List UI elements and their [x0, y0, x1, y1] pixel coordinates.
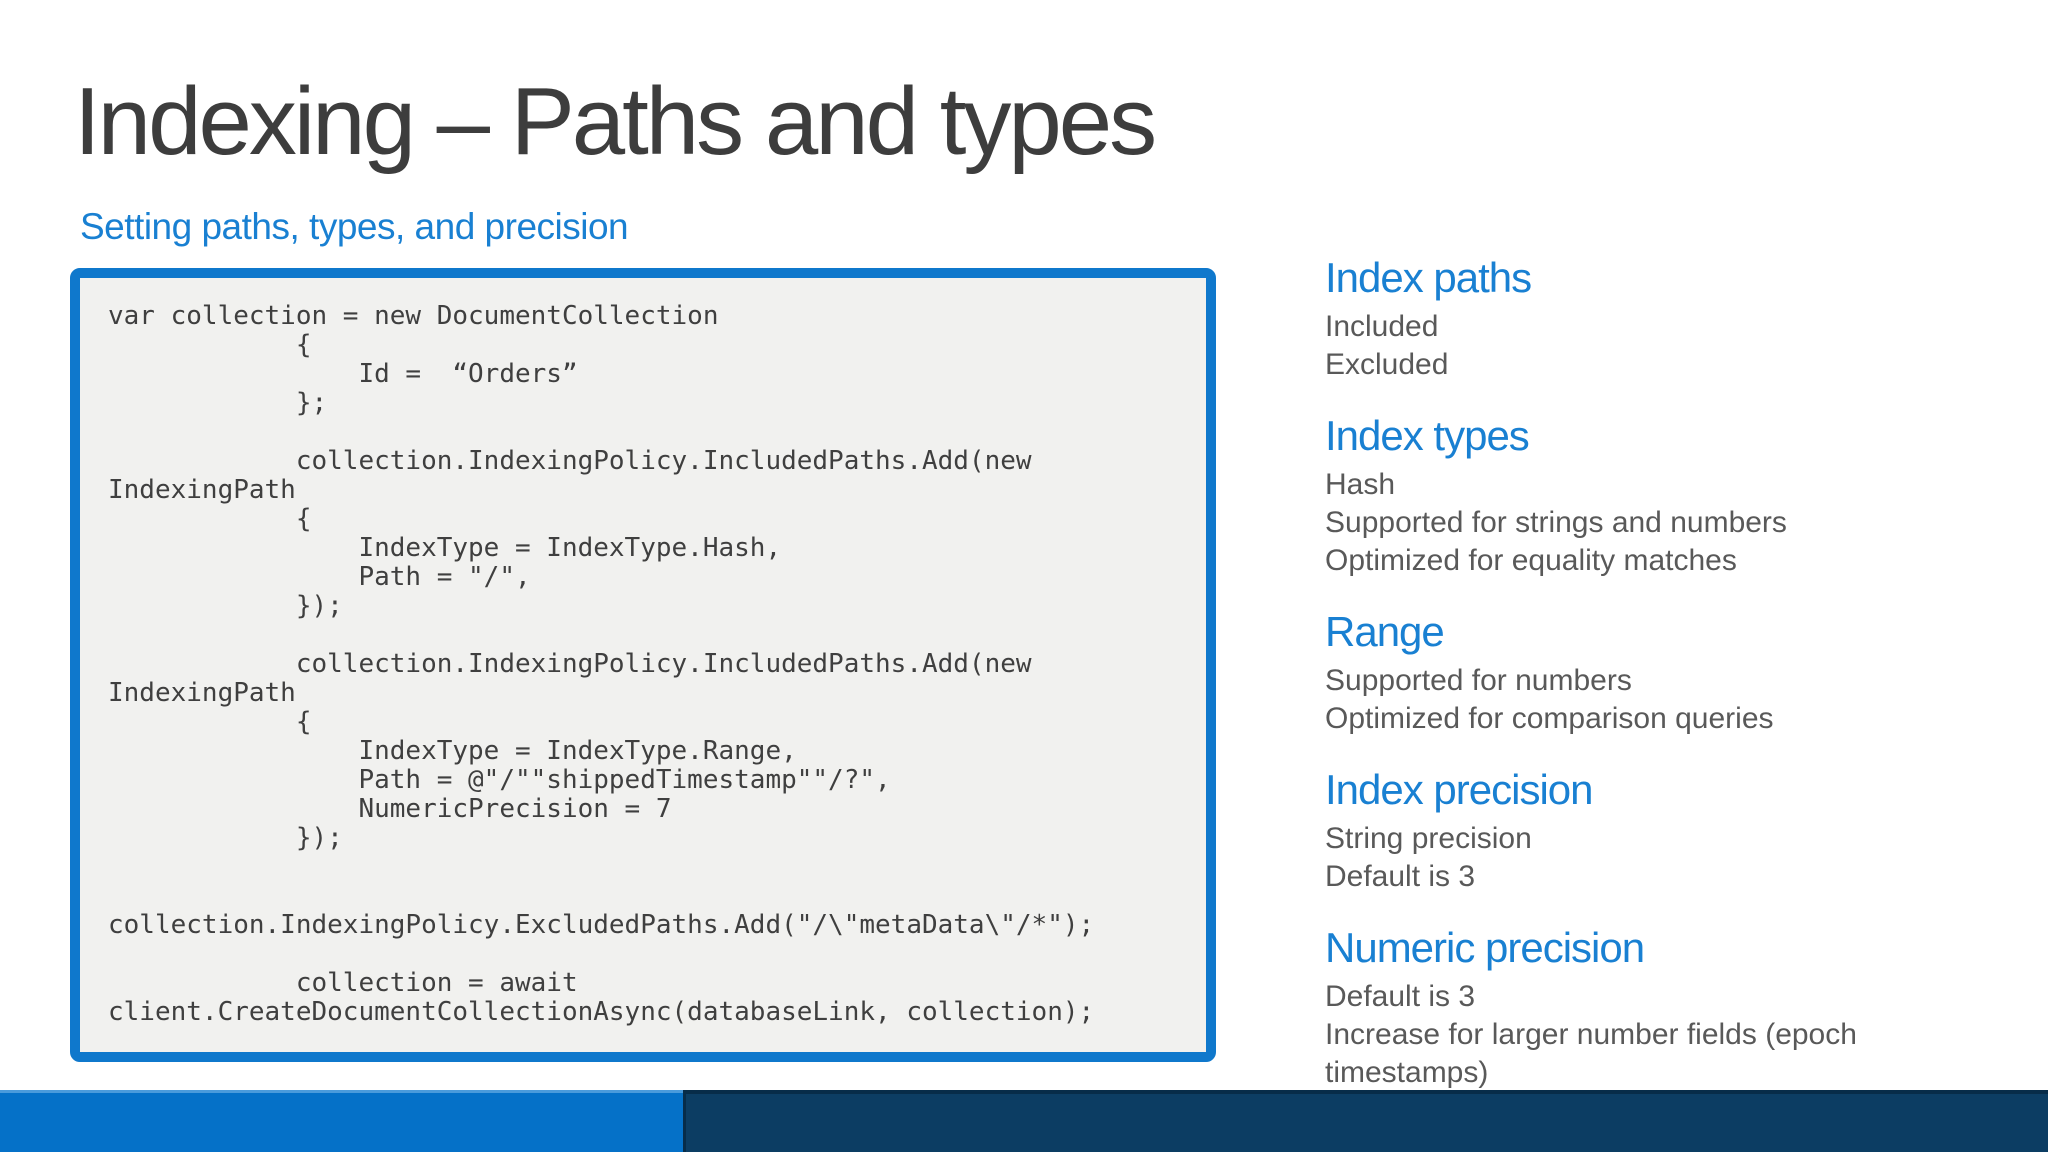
section-item: Default is 3	[1325, 860, 1476, 893]
slide-title: Indexing – Paths and types	[74, 68, 1157, 175]
section-item: Default is 3	[1325, 980, 1476, 1013]
code-line: {	[108, 504, 312, 534]
code-line: {	[108, 330, 312, 360]
code-line: NumericPrecision = 7	[108, 794, 672, 824]
section-index-paths: Index paths Included Excluded	[1325, 252, 1865, 384]
code-line: Id = “Orders”	[108, 359, 578, 389]
section-item: Optimized for equality matches	[1325, 544, 1737, 577]
code-line: collection = await	[108, 968, 578, 998]
code-line: collection.IndexingPolicy.IncludedPaths.…	[108, 446, 1032, 476]
code-line	[108, 853, 1188, 882]
section-item: String precision	[1325, 822, 1532, 855]
code-line: IndexType = IndexType.Range,	[108, 736, 797, 766]
code-line: collection.IndexingPolicy.ExcludedPaths.…	[108, 910, 1095, 940]
code-line: var collection = new DocumentCollection	[108, 301, 719, 331]
code-line: IndexingPath	[108, 678, 296, 708]
code-line: {	[108, 707, 312, 737]
section-index-precision: Index precision String precision Default…	[1325, 764, 1865, 896]
code-line	[108, 621, 1188, 650]
code-box: var collection = new DocumentCollection …	[70, 268, 1216, 1062]
section-heading: Range	[1325, 608, 1445, 655]
section-item: Increase for larger number fields (epoch…	[1325, 1018, 1857, 1089]
code-line	[108, 882, 1188, 911]
section-index-types: Index types Hash Supported for strings a…	[1325, 410, 1865, 580]
section-heading: Index precision	[1325, 766, 1594, 813]
notes-column: Index paths Included Excluded Index type…	[1325, 252, 1865, 1118]
section-item: Hash	[1325, 468, 1396, 501]
section-numeric-precision: Numeric precision Default is 3 Increase …	[1325, 922, 1865, 1092]
code-line	[108, 940, 1188, 969]
code-line: });	[108, 591, 343, 621]
code-line: });	[108, 823, 343, 853]
code-line: IndexType = IndexType.Hash,	[108, 533, 782, 563]
section-heading: Index types	[1325, 412, 1530, 459]
section-item: Supported for numbers	[1325, 664, 1632, 697]
code-line: Path = @"/""shippedTimestamp""/?",	[108, 765, 891, 795]
code-line: client.CreateDocumentCollectionAsync(dat…	[108, 997, 1095, 1027]
code-line: };	[108, 388, 328, 418]
section-item: Included	[1325, 310, 1439, 343]
section-item: Optimized for comparison queries	[1325, 702, 1774, 735]
section-heading: Numeric precision	[1325, 924, 1645, 971]
code-line: collection.IndexingPolicy.IncludedPaths.…	[108, 649, 1032, 679]
section-range: Range Supported for numbers Optimized fo…	[1325, 606, 1865, 738]
section-heading: Index paths	[1325, 254, 1532, 301]
section-item: Supported for strings and numbers	[1325, 506, 1787, 539]
code-line: Path = "/",	[108, 562, 531, 592]
code-line: IndexingPath	[108, 475, 296, 505]
slide-subtitle: Setting paths, types, and precision	[80, 206, 629, 247]
code-line	[108, 418, 1188, 447]
footer-accent-bar-blue	[0, 1090, 683, 1152]
footer-accent-bar-navy	[683, 1090, 2048, 1152]
section-item: Excluded	[1325, 348, 1449, 381]
code-block: var collection = new DocumentCollection …	[80, 278, 1206, 1045]
